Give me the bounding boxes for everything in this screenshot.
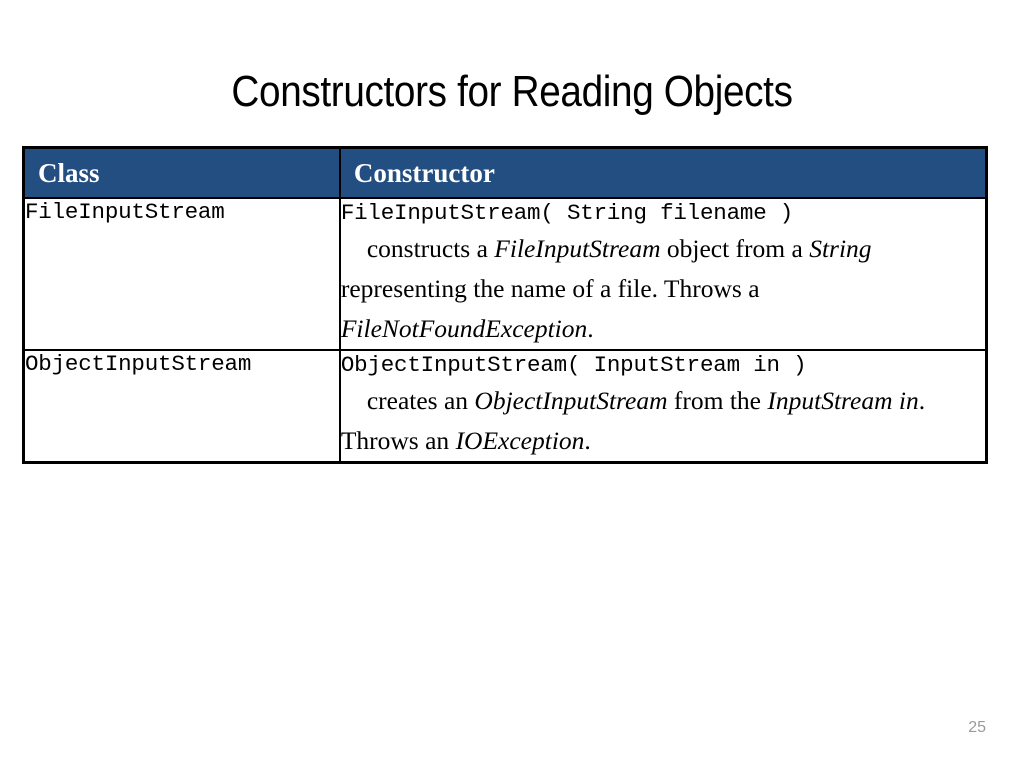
- cell-class-name: ObjectInputStream: [22, 349, 341, 464]
- cell-constructor: FileInputStream( String filename ) const…: [338, 197, 988, 351]
- constructor-description: constructs a FileInputStream object from…: [340, 234, 872, 343]
- page-number: 25: [968, 719, 986, 736]
- table-row: ObjectInputStream ObjectInputStream( Inp…: [22, 349, 988, 464]
- page-title: Constructors for Reading Objects: [231, 67, 793, 116]
- cell-class-name: FileInputStream: [22, 197, 341, 351]
- constructor-signature: FileInputStream( String filename ): [340, 200, 794, 226]
- cell-constructor: ObjectInputStream( InputStream in ) crea…: [338, 349, 988, 464]
- column-header-constructor: Constructor: [338, 146, 988, 199]
- table-row: FileInputStream FileInputStream( String …: [22, 197, 988, 351]
- table-header-row: Class Constructor: [22, 146, 988, 199]
- constructor-signature: ObjectInputStream( InputStream in ): [340, 352, 807, 378]
- constructors-table: Class Constructor FileInputStream FileIn…: [22, 146, 988, 464]
- constructor-description: creates an ObjectInputStream from the In…: [340, 386, 926, 455]
- column-header-class: Class: [22, 146, 341, 199]
